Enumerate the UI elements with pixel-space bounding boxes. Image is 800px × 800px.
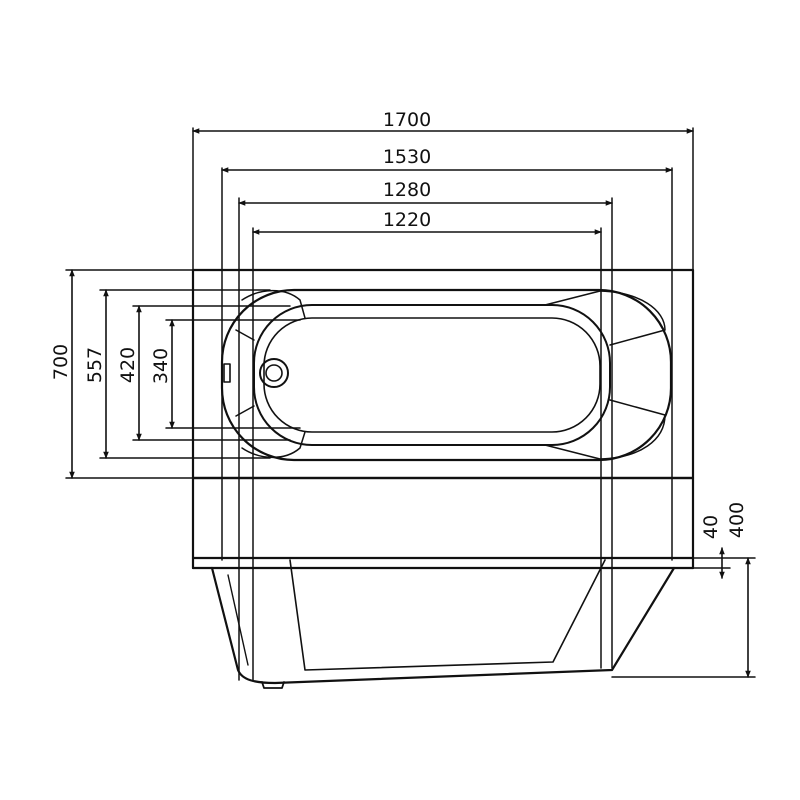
dimension-lines (69, 128, 751, 678)
dimension-labels: 1700 1530 1280 1220 700 557 420 340 40 4… (50, 109, 748, 539)
dim-label-1280: 1280 (383, 179, 431, 201)
dim-label-420: 420 (117, 347, 139, 383)
tub-front-deck (191, 476, 695, 560)
front-view (191, 476, 695, 689)
head-end-facets (544, 290, 666, 460)
dim-label-557: 557 (84, 347, 106, 383)
basin-outer-outline (220, 288, 673, 462)
foot-pad (261, 681, 285, 689)
dim-label-700: 700 (50, 344, 72, 380)
basin-inner-outline (253, 304, 611, 446)
dim-label-340: 340 (150, 348, 172, 384)
overflow (223, 363, 231, 383)
foot-end-facets (235, 289, 306, 459)
dim-label-1700: 1700 (383, 109, 431, 131)
dim-label-400: 400 (726, 502, 748, 538)
top-view (191, 268, 695, 480)
tub-side-facets (289, 559, 606, 671)
side-facet-left (227, 574, 249, 666)
basin-floor (263, 317, 601, 433)
drain (259, 358, 289, 388)
drain-inner (265, 364, 283, 382)
dim-label-40: 40 (700, 515, 722, 539)
dim-label-1530: 1530 (383, 146, 431, 168)
tub-outer-rim (191, 268, 695, 480)
dim-label-1220: 1220 (383, 209, 431, 231)
